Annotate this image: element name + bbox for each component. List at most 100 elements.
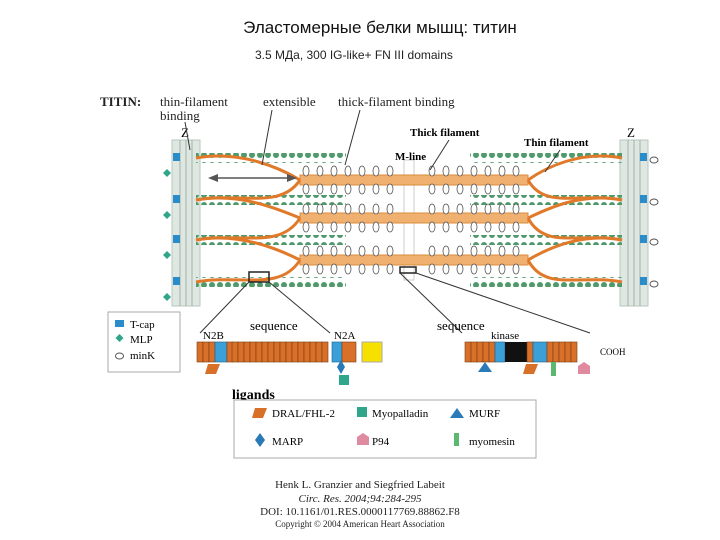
t-cap-marker <box>640 195 647 203</box>
ig-domain <box>255 341 263 363</box>
ig-domain <box>208 341 216 363</box>
ig-domain <box>243 341 251 363</box>
p94-icon <box>357 433 369 445</box>
myosin-head <box>302 165 310 177</box>
myosin-head <box>428 245 436 257</box>
mlp-icon <box>115 334 124 342</box>
myosin-head <box>358 203 366 215</box>
ig-domain <box>321 341 329 363</box>
thick-filament-label: Thick filament <box>410 127 480 139</box>
mink-marker <box>649 238 659 246</box>
myosin-head <box>358 183 366 195</box>
thin-filament-left <box>196 195 346 205</box>
ig-domain <box>273 341 281 363</box>
legend-t-cap: T-cap <box>130 319 155 331</box>
myosin-head <box>512 221 520 233</box>
myosin-head <box>386 183 394 195</box>
myosin-head <box>456 203 464 215</box>
myosin-head <box>358 263 366 275</box>
sequence-box-left <box>248 271 270 283</box>
ig-domain <box>464 341 472 363</box>
myosin-head <box>372 221 380 233</box>
ig-domain <box>341 341 357 363</box>
myosin-head <box>470 183 478 195</box>
ig-domain <box>297 341 305 363</box>
myopalladin-icon <box>357 407 367 417</box>
ligand-markers <box>205 360 590 385</box>
ig-domain <box>202 341 210 363</box>
myosin-head <box>358 245 366 257</box>
ligand-legend: DRAL/FHL-2 Myopalladin MURF MARP P94 myo… <box>233 399 537 459</box>
ligand-myopalladin: Myopalladin <box>372 408 429 420</box>
thick-filament <box>299 212 529 224</box>
myosin-head <box>428 203 436 215</box>
mlp-marker <box>163 211 171 219</box>
ig-domain <box>261 341 269 363</box>
myosin-head <box>344 221 352 233</box>
ligand-myomesin: myomesin <box>469 436 515 448</box>
ligand-p94: P94 <box>372 436 390 448</box>
myosin-head <box>470 245 478 257</box>
myosin-head <box>484 245 492 257</box>
thin-filament-right <box>470 235 622 245</box>
pevk-segment <box>361 341 383 363</box>
myosin-head <box>428 221 436 233</box>
ig-domain <box>231 341 239 363</box>
myosin-head <box>442 165 450 177</box>
citation-copyright: Copyright © 2004 American Heart Associat… <box>275 519 445 529</box>
myosin-head <box>330 221 338 233</box>
myosin-head <box>456 183 464 195</box>
myosin-head <box>386 203 394 215</box>
legend-mink: minK <box>130 350 155 362</box>
ig-domain <box>309 341 317 363</box>
ig-domain <box>315 341 323 363</box>
sequence-label-left: sequence <box>250 318 298 333</box>
myosin-head <box>372 165 380 177</box>
myosin-head <box>456 221 464 233</box>
ig-domain <box>291 341 299 363</box>
myosin-head <box>302 263 310 275</box>
z-label-right: Z <box>627 125 635 140</box>
myosin-head <box>498 183 506 195</box>
ig-domain <box>470 341 478 363</box>
myosin-head <box>316 263 324 275</box>
myosin-head <box>456 165 464 177</box>
titin-strand <box>527 236 623 262</box>
t-cap-marker <box>173 235 180 243</box>
myosin-head <box>512 183 520 195</box>
myosin-head <box>330 263 338 275</box>
titin-strand <box>527 154 623 182</box>
ig-domain <box>564 341 572 363</box>
thin-filament-left <box>196 235 346 245</box>
myosin-head <box>330 245 338 257</box>
myosin-head <box>442 183 450 195</box>
sequence-box-right <box>399 266 417 274</box>
titin-strand <box>527 196 623 220</box>
myosin-head <box>358 221 366 233</box>
myosin-head <box>484 165 492 177</box>
myosin-head <box>302 203 310 215</box>
titin-strand <box>526 259 623 284</box>
ig-domain <box>570 341 578 363</box>
n2b-segment <box>214 341 228 363</box>
t-cap-marker <box>640 277 647 285</box>
m-line-sequence-strip <box>464 341 578 363</box>
myosin-head <box>498 203 506 215</box>
myosin-head <box>386 165 394 177</box>
thick-filament <box>299 174 529 186</box>
sequence-label-right: sequence <box>437 318 485 333</box>
myosin-head <box>456 245 464 257</box>
n2a-label: N2A <box>334 330 355 342</box>
myosin-head <box>470 263 478 275</box>
myosin-head <box>512 245 520 257</box>
fn3-domain <box>494 341 506 363</box>
myosin-head <box>470 203 478 215</box>
thin-filament-right <box>470 277 622 287</box>
citation-doi: DOI: 10.1161/01.RES.0000117769.88862.F8 <box>260 506 460 518</box>
myosin-head <box>484 183 492 195</box>
myosin-head <box>428 183 436 195</box>
binding-partner-legend: T-cap MLP minK <box>107 311 181 373</box>
citation-authors: Henk L. Granzier and Siegfried Labeit <box>275 479 445 491</box>
ligand-murf: MURF <box>469 408 500 420</box>
myosin-head <box>316 221 324 233</box>
